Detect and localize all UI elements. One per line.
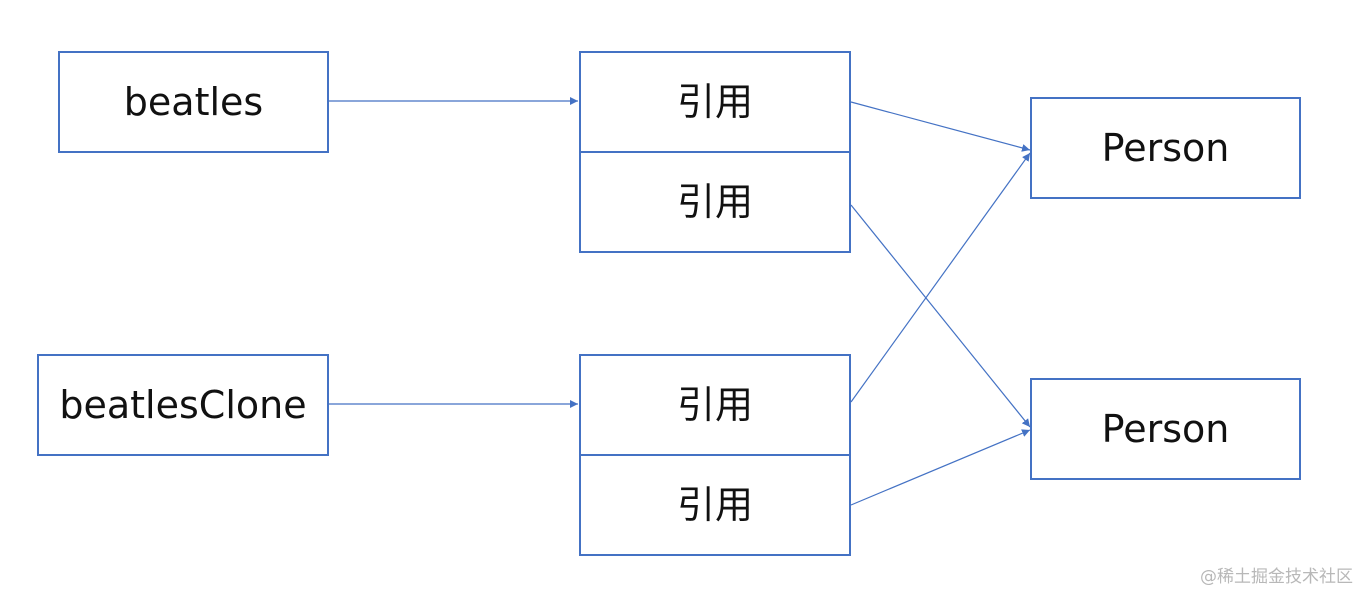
beatles-variable-box: beatles: [58, 51, 329, 153]
beatles-clone-reference-cell-1: 引用: [579, 354, 851, 456]
reference-label: 引用: [676, 80, 753, 124]
beatles-clone-reference-cell-2: 引用: [579, 454, 851, 556]
reference-label: 引用: [676, 180, 753, 224]
reference-label: 引用: [676, 483, 753, 527]
reference-label: 引用: [676, 383, 753, 427]
person-label: Person: [1101, 126, 1230, 170]
arrow-ref_b1-to-person_top: [850, 152, 1031, 403]
person-label: Person: [1101, 407, 1230, 451]
beatles-reference-cell-1: 引用: [579, 51, 851, 153]
beatles-reference-cell-2: 引用: [579, 151, 851, 253]
arrow-ref_a2-to-person_bottom: [850, 204, 1031, 428]
beatles-clone-label: beatlesClone: [59, 383, 307, 427]
watermark: @稀土掘金技术社区: [1200, 567, 1353, 587]
beatles-label: beatles: [123, 80, 264, 124]
arrow-ref_b2-to-person_bottom: [850, 429, 1031, 506]
person-object-box-bottom: Person: [1030, 378, 1301, 480]
arrow-ref_a1-to-person_top: [850, 101, 1031, 152]
beatles-clone-variable-box: beatlesClone: [37, 354, 329, 456]
person-object-box-top: Person: [1030, 97, 1301, 199]
